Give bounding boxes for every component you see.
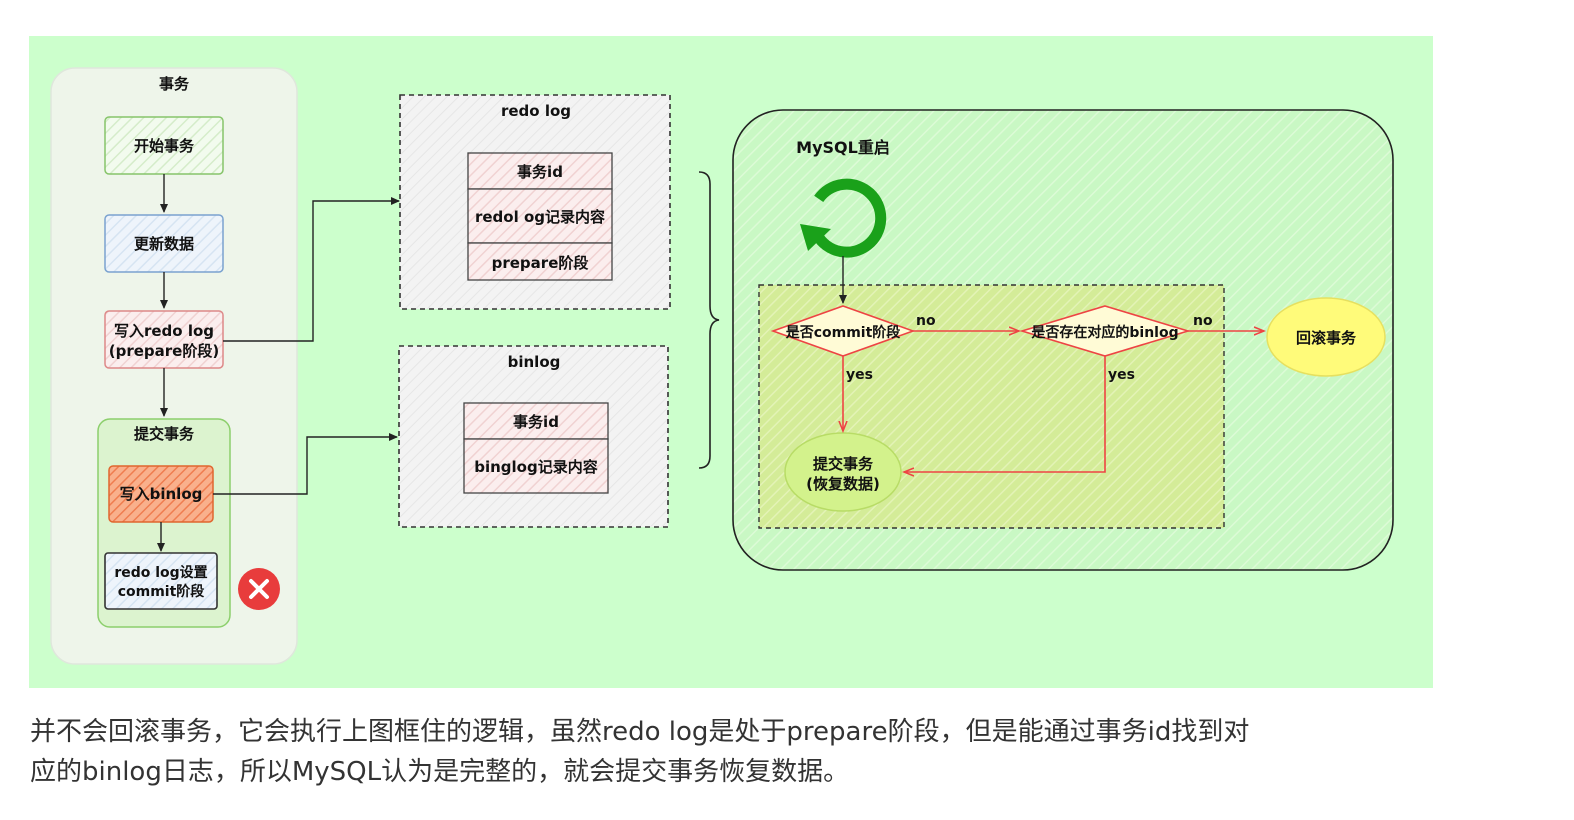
write-binlog-label: 写入binlog [120, 485, 203, 503]
edge-label-yes-2: yes [1108, 367, 1135, 383]
commit-recover-label-line2: (恢复数据) [806, 475, 880, 493]
caption-line-1: 并不会回滚事务，它会执行上图框住的逻辑，虽然redo log是处于prepare… [30, 717, 1250, 747]
transaction-group: 事务 开始事务 更新数据 写入redo log (prepare阶段) 提交事务… [50, 67, 298, 665]
start-transaction-label: 开始事务 [134, 137, 195, 155]
redo-log-row [467, 188, 613, 244]
connector-binlog [213, 433, 398, 495]
edge-label-no-1: no [916, 313, 936, 329]
commit-recover-label-line1: 提交事务 [813, 455, 874, 473]
redo-log-commit-label-line2: commit阶段 [118, 583, 205, 600]
decision-binlog-exists-label: 是否存在对应的binlog [1031, 324, 1178, 341]
redo-log-commit-box [104, 552, 218, 610]
binlog-title: binlog [508, 353, 561, 371]
redo-log-row [467, 152, 613, 190]
binlog-row-label: binglog记录内容 [474, 458, 597, 476]
commit-recover-node [784, 432, 902, 512]
commit-group-title: 提交事务 [134, 425, 195, 443]
connector-redo [223, 197, 400, 342]
binlog-box: binlog 事务id binglog记录内容 [398, 345, 669, 528]
mysql-restart-title: MySQL重启 [796, 138, 890, 157]
arrow-yes-2 [904, 356, 1106, 472]
redo-log-row [467, 242, 613, 281]
binlog-row [463, 402, 609, 440]
write-redo-log-label-line1: 写入redo log [114, 322, 214, 340]
rollback-transaction-node [1266, 297, 1386, 377]
transaction-group-title: 事务 [159, 75, 190, 93]
caption-text: 并不会回滚事务，它会执行上图框住的逻辑，虽然redo log是处于prepare… [30, 712, 1470, 792]
redo-log-box: redo log 事务id redol og记录内容 prepare阶段 [399, 94, 671, 310]
mysql-restart-group: MySQL重启 是否commit阶段 是否存在对应的binlog 回滚事务 提交… [732, 109, 1394, 571]
update-data-label: 更新数据 [134, 235, 194, 253]
write-redo-log-label-line2: (prepare阶段) [109, 342, 219, 360]
rollback-transaction-label: 回滚事务 [1296, 329, 1357, 347]
binlog-row [463, 438, 609, 494]
binlog-row-label: 事务id [513, 413, 559, 431]
redo-log-row-label: redol og记录内容 [475, 208, 605, 226]
failure-x-icon [238, 568, 280, 610]
redo-log-commit-label-line1: redo log设置 [114, 564, 207, 581]
redo-log-row-label: 事务id [517, 163, 563, 181]
grouping-brace [698, 171, 720, 469]
redo-log-title: redo log [501, 102, 571, 120]
edge-label-no-2: no [1193, 313, 1213, 329]
edge-label-yes-1: yes [846, 367, 873, 383]
caption-line-2: 应的binlog日志，所以MySQL认为是完整的，就会提交事务恢复数据。 [30, 757, 850, 787]
decision-commit-phase-label: 是否commit阶段 [786, 324, 901, 341]
redo-log-row-label: prepare阶段 [492, 254, 589, 272]
refresh-icon [800, 178, 887, 258]
